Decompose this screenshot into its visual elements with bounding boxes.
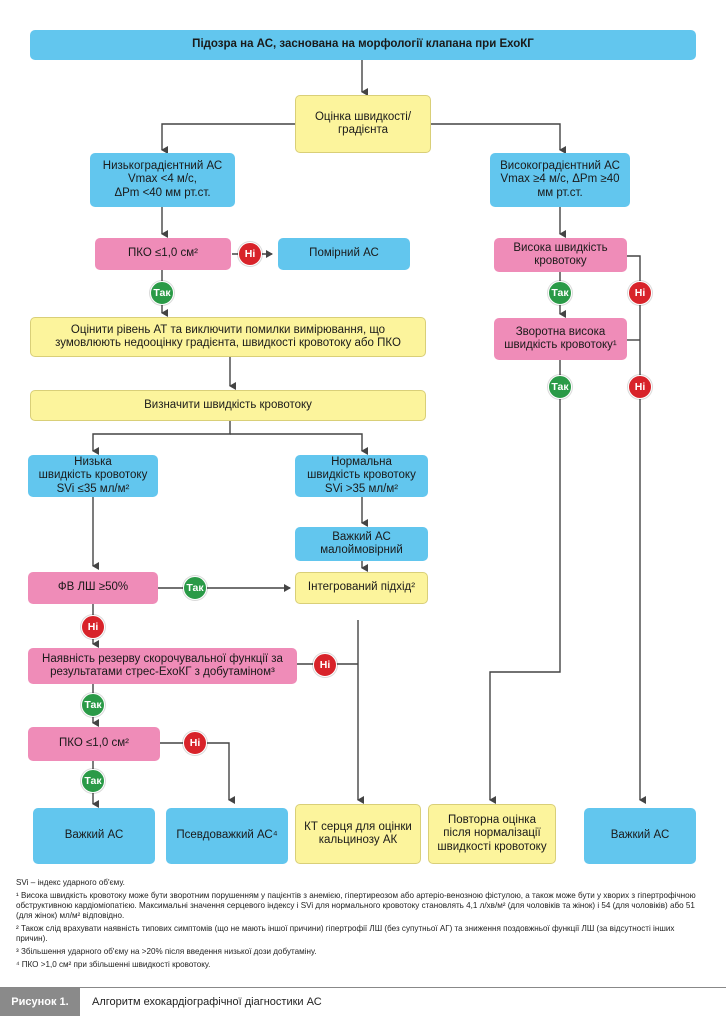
moderate-as-box: Помірний АС: [278, 238, 410, 270]
no-badge: Ні: [238, 242, 262, 266]
severe-unlikely-box: Важкий АС малоймовірний: [295, 527, 428, 561]
yes-badge: Так: [81, 769, 105, 793]
yes-badge: Так: [548, 281, 572, 305]
normal-flow-box: Нормальна швидкість кровотоку SVi >35 мл…: [295, 455, 428, 497]
severe-as-left-box: Важкий АС: [33, 808, 155, 864]
high-gradient-box: Високоградієнтний АС Vmax ≥4 м/с, ΔPm ≥4…: [490, 153, 630, 207]
no-badge: Ні: [628, 281, 652, 305]
gradient-assessment-box: Оцінка швидкості/ градієнта: [295, 95, 431, 153]
ct-calcium-box: КТ серця для оцінки кальцинозу АК: [295, 804, 421, 864]
determine-flow-box: Визначити швидкість кровотоку: [30, 390, 426, 421]
repeat-assessment-box: Повторна оцінка після нормалізації швидк…: [428, 804, 556, 864]
evaluate-bp-box: Оцінити рівень АТ та виключити помилки в…: [30, 317, 426, 357]
yes-badge: Так: [183, 576, 207, 600]
no-badge: Ні: [183, 731, 207, 755]
severe-as-right-box: Важкий АС: [584, 808, 696, 864]
high-flow-box: Висока швидкість кровотоку: [494, 238, 627, 272]
yes-badge: Так: [81, 693, 105, 717]
no-badge: Ні: [81, 615, 105, 639]
ava-left-box: ПКО ≤1,0 см²: [95, 238, 231, 270]
low-flow-box: Низька швидкість кровотоку SVi ≤35 мл/м²: [28, 455, 158, 497]
footnote-3: ³ Збільшення ударного об'єму на >20% піс…: [16, 947, 317, 956]
ava-bottom-box: ПКО ≤1,0 см²: [28, 727, 160, 761]
footnote-4: ⁴ ПКО >1,0 см² при збільшенні швидкості …: [16, 960, 211, 969]
figure-title: Алгоритм ехокардіографічної діагностики …: [92, 996, 322, 1008]
no-badge: Ні: [313, 653, 337, 677]
yes-badge: Так: [548, 375, 572, 399]
suspected-as-box: Підозра на АС, заснована на морфології к…: [30, 30, 696, 60]
pseudo-severe-box: Псевдоважкий АС⁴: [166, 808, 288, 864]
figure-label: Рисунок 1.: [0, 988, 80, 1016]
footnote-2: ² Також слід врахувати наявність типових…: [16, 924, 675, 943]
footnote-svi: SVi – індекс ударного об'єму.: [16, 878, 125, 887]
contractile-reserve-box: Наявність резерву скорочувальної функції…: [28, 648, 297, 684]
no-badge: Ні: [628, 375, 652, 399]
yes-badge: Так: [150, 281, 174, 305]
footnote-1: ¹ Висока швидкість кровотоку може бути з…: [16, 891, 696, 920]
reversible-high-flow-box: Зворотна висока швидкість кровотоку¹: [494, 318, 627, 360]
integrated-approach-box: Інтегрований підхід²: [295, 572, 428, 604]
low-gradient-box: Низькоградієнтний АС Vmax <4 м/с, ΔPm <4…: [90, 153, 235, 207]
figure-caption: Рисунок 1. Алгоритм ехокардіографічної д…: [0, 987, 726, 1016]
lvef-box: ФВ ЛШ ≥50%: [28, 572, 158, 604]
